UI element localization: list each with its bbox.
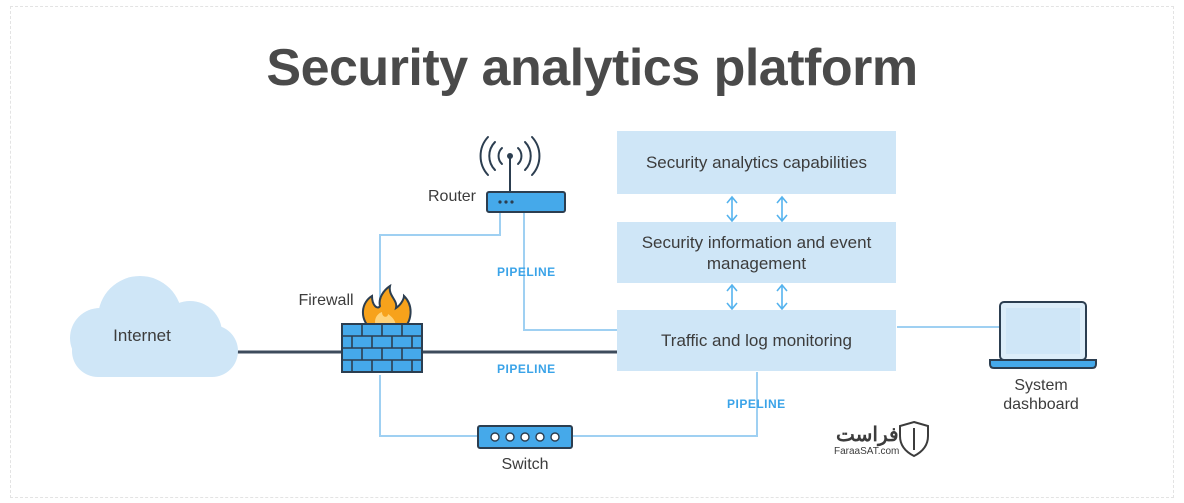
laptop-icon: [989, 301, 1097, 369]
firewall-switch-line: [379, 375, 478, 437]
switch-label: Switch: [501, 456, 549, 473]
arrow-2: [776, 195, 788, 223]
router-pipeline-line: [523, 212, 618, 331]
diagram-frame: [10, 6, 1174, 498]
diagram-title: Security analytics platform: [266, 39, 918, 97]
connector-lines: [379, 212, 1000, 437]
arrow-1: [726, 195, 738, 223]
firewall-router-line: [379, 212, 501, 322]
dashboard-label: System dashboard: [1003, 377, 1079, 413]
switch-pipeline-line: [572, 372, 758, 437]
switch-pipeline-label: PIPELINE: [727, 397, 786, 411]
watermark-site: FaraaSAT.com: [834, 446, 900, 457]
arrow-3: [726, 283, 738, 311]
arrow-4: [776, 283, 788, 311]
capabilities-box: Security analytics capabilities: [617, 131, 896, 194]
cloud-icon: [70, 276, 238, 377]
watermark-brand: فراست: [836, 424, 899, 446]
shield-icon: [899, 420, 929, 458]
router-icon: [479, 136, 566, 213]
siem-label: Security information and event managemen…: [641, 232, 872, 273]
capabilities-label: Security analytics capabilities: [645, 153, 868, 172]
firewall-label: Firewall: [298, 292, 354, 309]
double-arrows: [726, 195, 788, 311]
router-pipeline-label: PIPELINE: [497, 265, 556, 279]
switch-icon: [477, 425, 573, 449]
siem-box: Security information and event managemen…: [617, 222, 896, 283]
traffic-monitoring-label: Traffic and log monitoring: [661, 331, 852, 350]
firewall-icon: [341, 283, 423, 373]
firewall-pipeline-label: PIPELINE: [497, 362, 556, 376]
router-label: Router: [427, 188, 477, 205]
traffic-monitoring-box: Traffic and log monitoring: [617, 310, 896, 371]
internet-label: Internet: [113, 326, 171, 345]
